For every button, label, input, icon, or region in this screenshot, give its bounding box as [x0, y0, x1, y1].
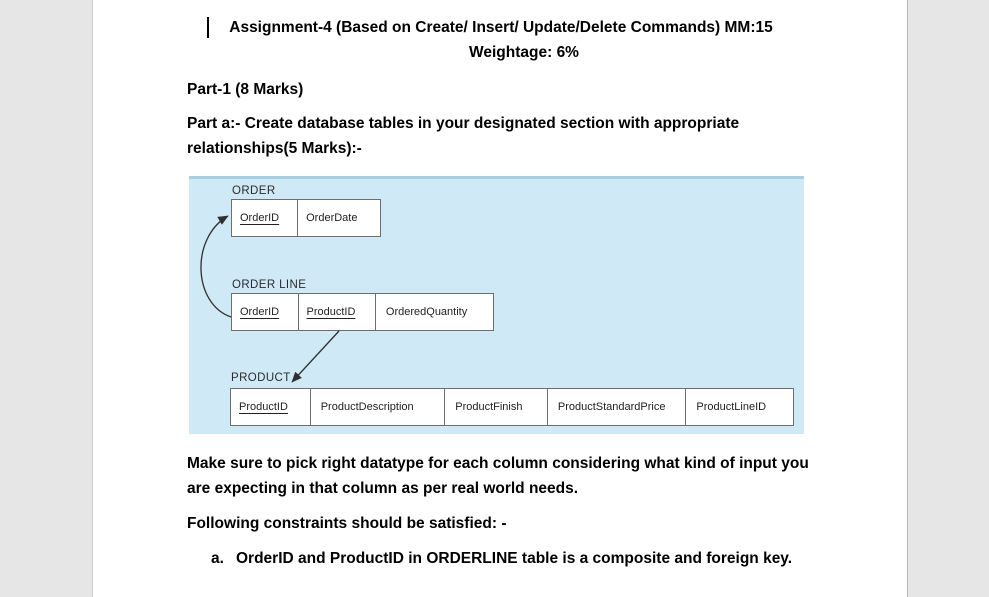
constraints-heading: Following constraints should be satisfie…: [187, 515, 507, 532]
field-product-productlineid: ProductLineID: [696, 401, 767, 413]
orderline-table: OrderID ProductID OrderedQuantity: [231, 293, 494, 331]
field-orderline-orderedquantity: OrderedQuantity: [385, 306, 468, 318]
er-diagram: ORDER OrderID OrderDate ORDER LINE Order…: [189, 176, 804, 434]
list-item: a. OrderID and ProductID in ORDERLINE ta…: [211, 546, 796, 571]
document-page[interactable]: Assignment-4 (Based on Create/ Insert/ U…: [92, 0, 908, 597]
weightage-line: Weightage: 6%: [469, 44, 579, 61]
field-order-orderdate: OrderDate: [306, 212, 358, 224]
assignment-title: Assignment-4 (Based on Create/ Insert/ U…: [229, 19, 773, 36]
orderline-table-label: ORDER LINE: [232, 279, 307, 291]
arrow-orderline-to-order: [200, 215, 232, 318]
field-product-productdescription: ProductDescription: [311, 389, 446, 425]
field-order-orderid: OrderID: [232, 200, 299, 236]
product-table-label: PRODUCT: [231, 372, 291, 384]
field-orderline-orderid: OrderID: [232, 294, 299, 330]
order-table-label: ORDER: [232, 185, 276, 197]
datatype-note-paragraph: Make sure to pick right datatype for eac…: [187, 455, 809, 497]
part-a-paragraph: Part a:- Create database tables in your …: [187, 115, 740, 157]
list-item-text: OrderID and ProductID in ORDERLINE table…: [236, 550, 793, 567]
arrow-orderline-to-product: [291, 330, 340, 383]
part1-heading: Part-1 (8 Marks): [187, 81, 304, 98]
order-table: OrderID OrderDate: [231, 199, 381, 237]
field-product-productstandardprice: ProductStandardPrice: [548, 389, 687, 425]
list-item-marker: a.: [211, 550, 224, 567]
product-table: ProductID ProductDescription ProductFini…: [230, 388, 794, 426]
field-product-productfinish: ProductFinish: [445, 389, 548, 425]
field-product-productid: ProductID: [231, 389, 311, 425]
field-orderline-productid: ProductID: [299, 294, 376, 330]
text-caret: [207, 17, 209, 38]
